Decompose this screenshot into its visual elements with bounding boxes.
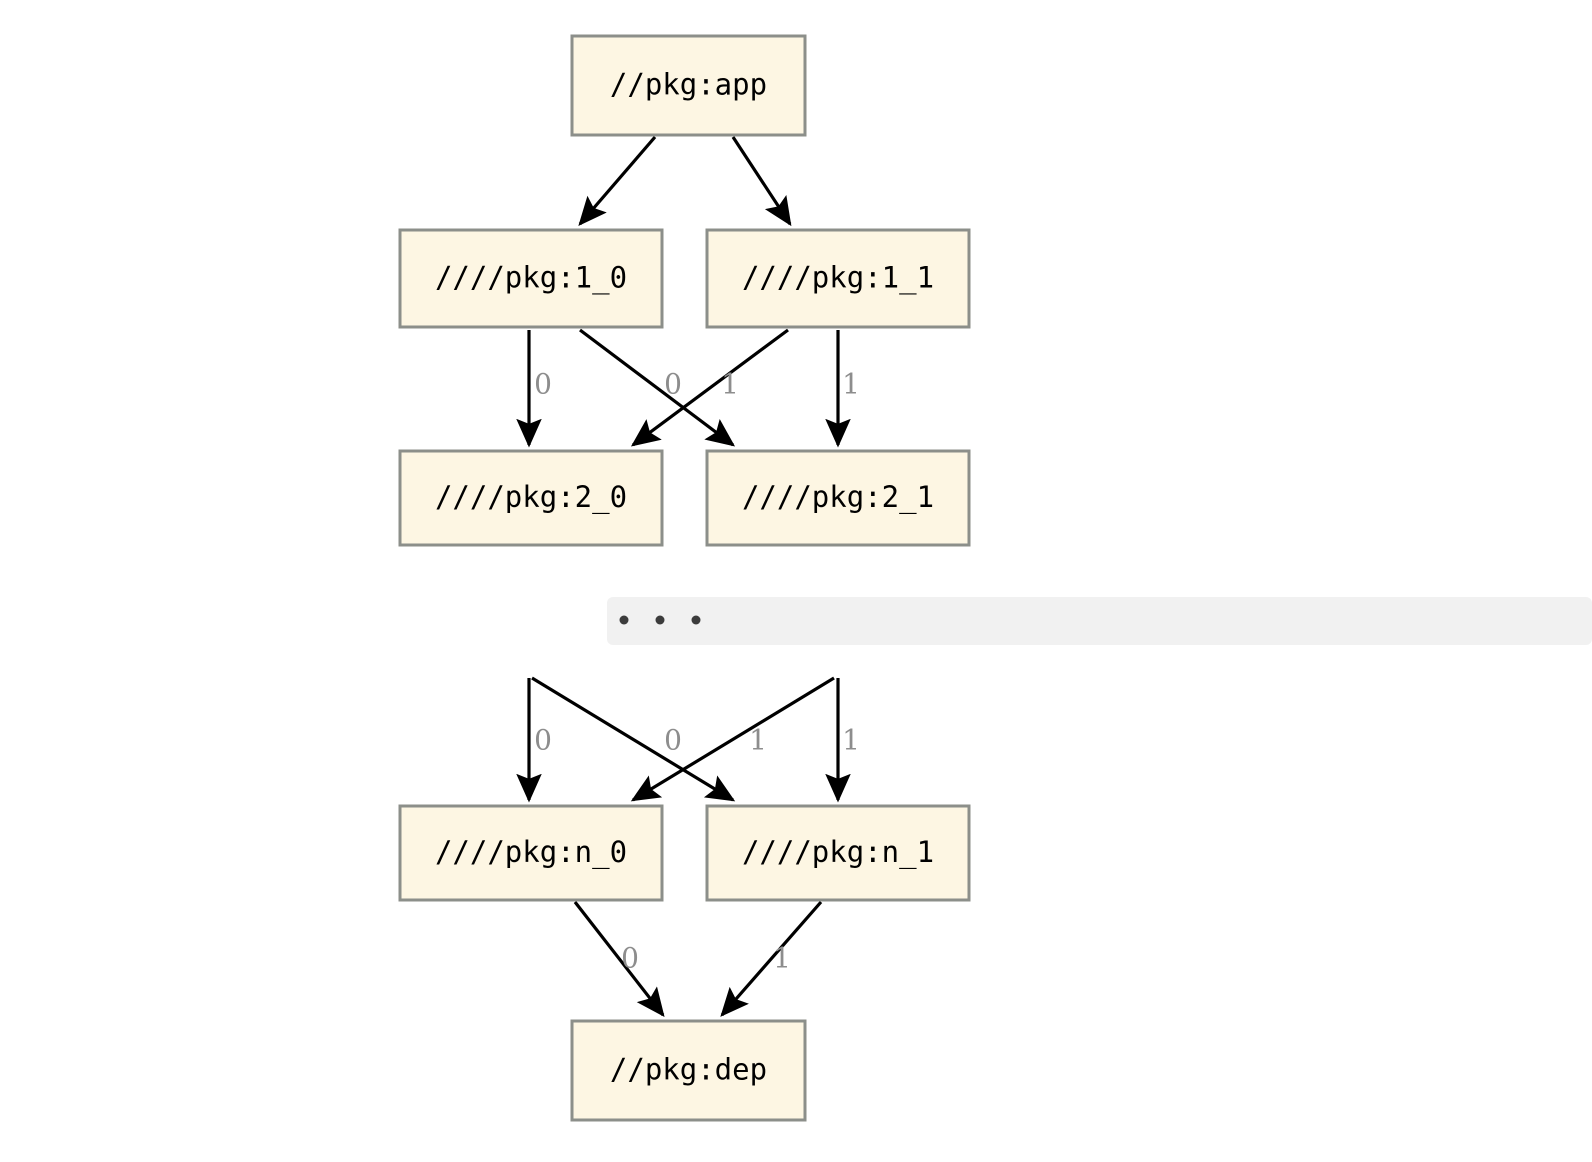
node-label: //pkg:app [610,68,767,102]
ellipsis-band [607,597,1592,645]
node-box[interactable] [398,804,664,902]
node-box[interactable] [705,804,971,902]
edge-label: 1 [721,368,739,401]
node-label: ////pkg:n_0 [435,835,627,870]
edge-line [573,901,665,1018]
graph-edge [578,135,657,226]
graph-node-l1_1[interactable]: ////pkg:1_1 [705,228,971,329]
node-box[interactable] [705,449,971,547]
graph-node-ln_1[interactable]: ////pkg:n_1 [705,804,971,902]
graph-edge: 0 [579,328,736,447]
graph-edge: 1 [630,328,789,447]
node-box[interactable] [705,228,971,329]
graph-node-l1_0[interactable]: ////pkg:1_0 [398,228,664,329]
edge-label: 0 [534,724,552,757]
edge-label: 1 [749,724,767,757]
node-label: ////pkg:n_1 [742,835,934,870]
graph-node-l2_0[interactable]: ////pkg:2_0 [398,449,664,547]
node-box[interactable] [570,34,807,137]
graph-edge: 1 [630,676,835,802]
graph-edge: 1 [720,900,823,1017]
ellipsis-separator [607,597,1592,645]
graph-edge: 0 [516,678,552,803]
edge-line [630,676,835,802]
graph-node-dep[interactable]: //pkg:dep [570,1019,807,1122]
edge-line [578,135,657,226]
edge-line [579,328,736,447]
edge-label: 0 [534,368,552,401]
graph-edge: 0 [516,330,552,448]
ellipsis-dot [655,615,665,625]
graph-node-app[interactable]: //pkg:app [570,34,807,137]
graph-edge: 0 [573,901,665,1018]
node-label: ////pkg:2_1 [742,480,934,515]
edge-label: 0 [664,368,682,401]
edge-label: 1 [842,724,860,757]
graph-edge: 1 [825,330,860,448]
edge-line [531,676,736,802]
edge-label: 0 [621,942,639,975]
node-box[interactable] [398,228,664,329]
node-box[interactable] [570,1019,807,1122]
node-box[interactable] [398,449,664,547]
node-label: ////pkg:1_1 [742,261,934,296]
graph-node-l2_1[interactable]: ////pkg:2_1 [705,449,971,547]
node-label: //pkg:dep [610,1053,767,1087]
graph-edge: 0 [531,676,736,802]
edge-line [731,136,792,227]
edge-label: 0 [664,724,682,757]
edge-label: 1 [842,368,860,401]
node-label: ////pkg:1_0 [435,261,627,296]
node-label: ////pkg:2_0 [435,480,627,515]
edges-layer: 0 0 1 1 0 0 1 1 0 1 [516,135,860,1018]
nodes-layer: //pkg:app ////pkg:1_0 ////pkg:1_1 ////pkg:2… [398,34,971,1122]
ellipsis-dot [691,615,701,625]
edge-line [630,328,789,447]
graph-edge [731,136,792,227]
graph-node-ln_0[interactable]: ////pkg:n_0 [398,804,664,902]
ellipsis-dot [619,615,629,625]
edge-label: 1 [773,942,791,975]
edge-line [720,900,823,1017]
graph-edge: 1 [825,678,860,803]
